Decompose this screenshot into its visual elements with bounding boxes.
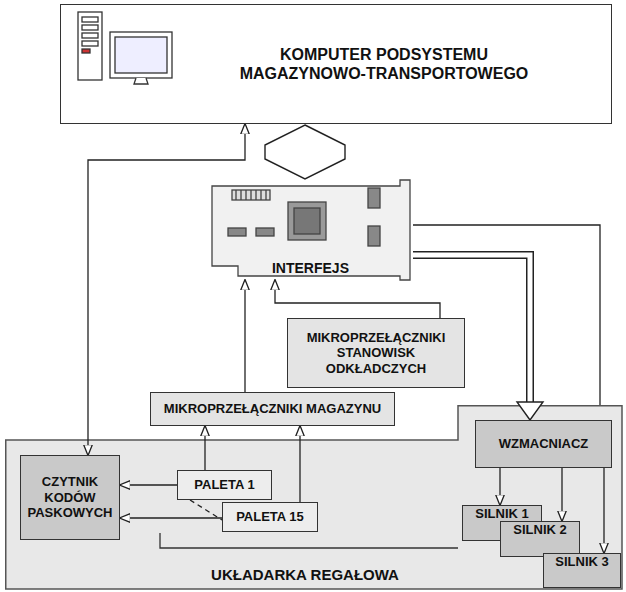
- computer-icon: [78, 12, 172, 84]
- drive-bay: [82, 33, 98, 38]
- reader-box: CZYTNIK KODÓW PASKOWYCH: [20, 455, 120, 540]
- main-chip: [288, 202, 326, 240]
- interface-card: [212, 180, 410, 280]
- connector: [120, 517, 222, 518]
- connector-chip: [368, 188, 380, 208]
- wire: [160, 533, 458, 548]
- screen: [115, 37, 167, 73]
- dashed-connector: [190, 500, 222, 520]
- small-chip: [256, 228, 274, 236]
- switch-box: MIKROPRZEŁĄCZNIKI MAGAZYNU: [150, 392, 395, 426]
- led: [82, 49, 90, 53]
- pins: [236, 190, 266, 200]
- node-label: PALETA 1: [194, 477, 254, 493]
- node-label: SILNIK 3: [555, 555, 608, 569]
- region-shape: [6, 406, 622, 589]
- region-label: UKŁADARKA REGAŁOWA: [155, 566, 455, 584]
- main-chip-core: [294, 208, 320, 234]
- node-label: SILNIK 2: [513, 523, 566, 537]
- pc-tower: [78, 12, 102, 80]
- node-label: CZYTNIK KODÓW PASKOWYCH: [25, 474, 115, 521]
- bus-outline: [413, 255, 530, 402]
- connector: [88, 124, 245, 455]
- pallet-box: PALETA 15: [222, 502, 318, 532]
- monitor: [110, 32, 172, 78]
- connector: [120, 484, 177, 485]
- switch-box: MIKROPRZEŁĄCZNIKI STANOWISK ODKŁADCZYCH: [287, 318, 465, 388]
- node-label: PALETA 15: [236, 509, 304, 525]
- bus-arrow: [265, 125, 345, 179]
- connector: [244, 280, 245, 392]
- connector: [299, 426, 300, 502]
- computer-box: KOMPUTER PODSYSTEMU MAGAZYNOWO-TRANSPORT…: [60, 4, 612, 124]
- connector: [499, 468, 500, 505]
- stacker-region: UKŁADARKA REGAŁOWA CZYTNIK KODÓW PASKOWYC…: [5, 405, 623, 590]
- node-label: INTERFEJS: [272, 260, 349, 277]
- amplifier-box: WZMACNIACZ: [475, 420, 612, 468]
- node-label: WZMACNIACZ: [499, 436, 589, 452]
- motor-box: SILNIK 3: [543, 553, 621, 588]
- bus-inner: [413, 255, 530, 402]
- connector: [204, 426, 205, 470]
- pallet-box: PALETA 1: [177, 470, 272, 500]
- drive-bay: [82, 25, 98, 30]
- connector-chip: [368, 226, 380, 246]
- connector: [561, 468, 562, 521]
- drive-bay: [82, 17, 98, 22]
- node-label: MIKROPRZEŁĄCZNIKI MAGAZYNU: [164, 401, 381, 417]
- connector: [275, 280, 440, 318]
- monitor-stand: [134, 78, 148, 84]
- small-chip: [228, 228, 246, 236]
- card-outline: [212, 180, 410, 280]
- arrow-head: [517, 402, 543, 420]
- connector: [413, 225, 600, 405]
- pin-header: [232, 190, 270, 200]
- motor-box: SILNIK 2: [500, 521, 580, 557]
- drive-bay: [82, 41, 98, 46]
- node-label: MIKROPRZEŁĄCZNIKI STANOWISK ODKŁADCZYCH: [292, 330, 460, 377]
- connector: [603, 468, 604, 553]
- node-label: KOMPUTER PODSYSTEMU MAGAZYNOWO-TRANSPORT…: [234, 45, 534, 83]
- interface-card: INTERFEJS: [208, 180, 413, 280]
- node-label: SILNIK 1: [475, 507, 528, 521]
- bus-arrow: [413, 255, 543, 420]
